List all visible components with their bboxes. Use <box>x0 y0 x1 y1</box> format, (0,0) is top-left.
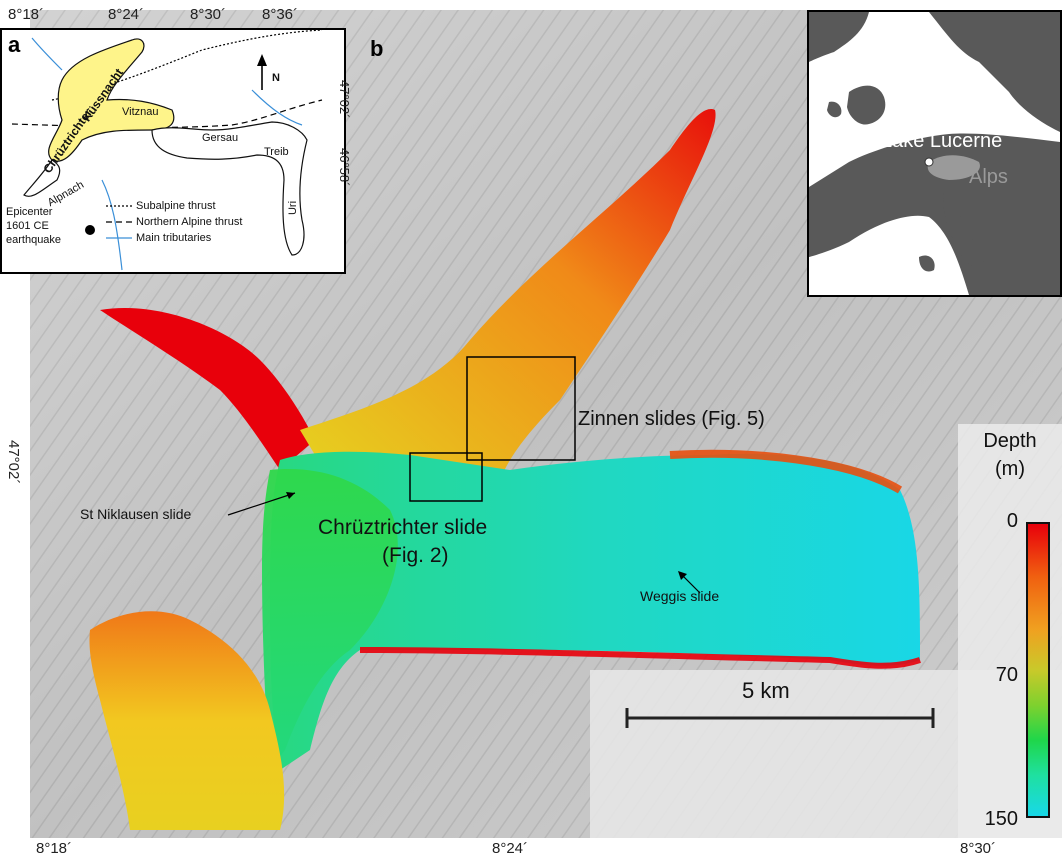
legend-tick-70: 70 <box>995 664 1018 686</box>
lake-lucerne-label: Lake Lucerne <box>881 130 1003 152</box>
legend-subalpine-thrust: Subalpine thrust <box>136 200 216 212</box>
label-vitznau: Vitznau <box>122 106 159 118</box>
label-gersau: Gersau <box>202 132 239 144</box>
inset-a-lat-tick-1: 47°02´ <box>337 80 352 119</box>
alps-label: Alps <box>969 166 1008 188</box>
lon-tick-bottom-1: 8°18´ <box>36 840 73 857</box>
legend-main-tributaries: Main tributaries <box>136 232 212 244</box>
epicenter-marker <box>85 225 95 235</box>
label-uri: Uri <box>287 200 300 216</box>
annotation-chruztrichter-2: (Fig. 2) <box>382 544 449 567</box>
lake-arm-ne <box>300 109 716 481</box>
annotation-zinnen: Zinnen slides (Fig. 5) <box>578 408 765 430</box>
annotation-st-niklausen: St Niklausen slide <box>80 506 192 522</box>
lat-tick-left: 47°02´ <box>5 440 22 485</box>
lake-central-basin <box>270 451 920 770</box>
epicenter-label-1: Epicenter <box>6 206 53 218</box>
panel-a-label: a <box>8 32 21 57</box>
label-treib: Treib <box>264 146 289 158</box>
inset-a-lat-tick-2: 46°58´ <box>337 148 352 187</box>
epicenter-label-3: earthquake <box>6 234 62 246</box>
chruztrichter-box <box>409 452 483 502</box>
lon-tick-bottom-2: 8°24´ <box>492 840 529 857</box>
panel-b-label: b <box>370 36 384 61</box>
annotation-weggis: Weggis slide <box>640 588 720 604</box>
epicenter-label-2: 1601 CE <box>6 220 49 232</box>
north-label: N <box>272 72 280 84</box>
inset-europe-map: Lake Lucerne Alps <box>807 10 1062 297</box>
zinnen-box <box>466 356 576 461</box>
lake-arm-nw <box>100 308 315 470</box>
lon-tick-top-3: 8°30´ <box>190 6 227 23</box>
legend-northern-alpine-thrust: Northern Alpine thrust <box>136 216 243 228</box>
depth-legend: Depth (m) 0 70 150 <box>958 424 1062 838</box>
inset-a-map: a Küssnacht Chrüztrichter Vitznau Gersau… <box>0 28 346 274</box>
lon-tick-top-1: 8°18´ <box>8 6 45 23</box>
scale-bar-label: 5 km <box>742 678 790 703</box>
legend-title-2: (m) <box>995 458 1025 480</box>
lake-arm-sw <box>89 611 285 830</box>
lon-tick-top-4: 8°36´ <box>262 6 299 23</box>
legend-tick-0: 0 <box>1006 510 1018 532</box>
depth-colorbar <box>1026 522 1050 818</box>
lon-tick-bottom-3: 8°30´ <box>960 840 997 857</box>
legend-tick-150: 150 <box>984 808 1018 830</box>
legend-title-1: Depth <box>983 430 1037 452</box>
annotation-chruztrichter-1: Chrüztrichter slide <box>318 516 488 539</box>
lon-tick-top-2: 8°24´ <box>108 6 145 23</box>
inset-a-lake <box>48 38 175 162</box>
